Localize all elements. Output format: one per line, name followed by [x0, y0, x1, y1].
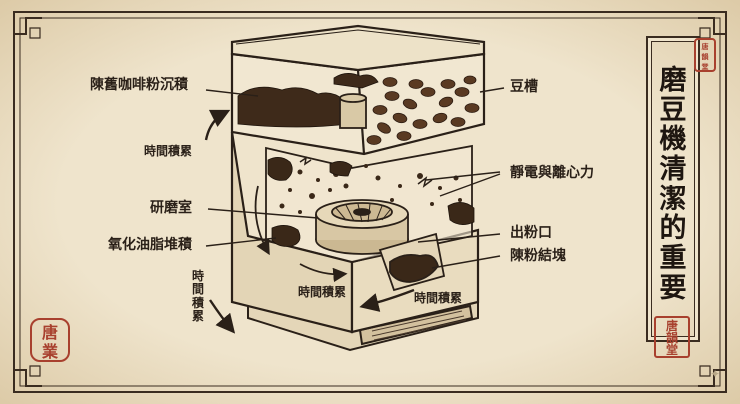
seal-char: 堂	[701, 62, 709, 71]
static-particles	[279, 164, 462, 214]
label-outlet: 出粉口	[510, 225, 552, 241]
title-char: 潔	[659, 183, 687, 215]
label-grinding-chamber: 研磨室	[150, 200, 192, 216]
outlet-chute	[378, 232, 446, 292]
time-vertical-char: 時	[192, 269, 205, 283]
seal-char: 業	[41, 342, 58, 361]
decorative-frame	[13, 11, 727, 393]
seal-char: 韻	[701, 52, 709, 61]
label-time-vertical: 時 間 積 累	[192, 269, 205, 324]
sparkle-icon: ✦	[710, 367, 721, 381]
label-time-upper: 時間積累	[144, 144, 193, 158]
seal-char: 堂	[665, 343, 678, 357]
seal-top-right: 唐 韻 堂	[694, 38, 716, 72]
label-time-right: 時間積累	[414, 291, 463, 305]
title-char: 豆	[659, 94, 687, 126]
title-panel: 磨 豆 機 清 潔 的 重 要	[646, 36, 700, 342]
title-char: 機	[659, 124, 687, 156]
label-time-center: 時間積累	[298, 285, 347, 299]
title-char: 清	[659, 154, 687, 186]
title-char: 要	[659, 272, 687, 304]
seal-char: 唐	[665, 319, 678, 333]
seal-bottom-right: 唐 韻 堂	[654, 316, 690, 358]
static-bolts	[299, 156, 433, 188]
time-vertical-char: 累	[192, 309, 205, 324]
label-bean-hopper: 豆槽	[510, 79, 538, 95]
leader-lines	[205, 87, 505, 269]
time-vertical-char: 積	[192, 295, 205, 310]
title-char: 的	[659, 213, 687, 245]
seal-char: 唐	[41, 323, 58, 342]
seal-char: 唐	[701, 42, 709, 51]
title-char: 磨	[659, 65, 687, 96]
time-arrows	[204, 109, 415, 334]
label-clumped-powder: 陳粉結塊	[510, 248, 566, 264]
title-char: 重	[659, 243, 687, 275]
label-oxidized-oil: 氧化油脂堆積	[108, 237, 192, 253]
oil-clumps	[267, 157, 475, 247]
seal-bottom-left: 唐 業	[30, 318, 70, 362]
flow-arrows	[254, 185, 348, 283]
stale-residue	[237, 73, 379, 128]
coffee-beans	[366, 75, 480, 145]
feed-chute	[339, 93, 367, 129]
burr-set	[315, 199, 409, 255]
time-vertical-char: 間	[192, 282, 205, 297]
label-stale-residue: 陳舊咖啡粉沉積	[90, 77, 188, 93]
label-static-force: 靜電與離心力	[510, 165, 594, 181]
seal-char: 韻	[665, 331, 678, 345]
